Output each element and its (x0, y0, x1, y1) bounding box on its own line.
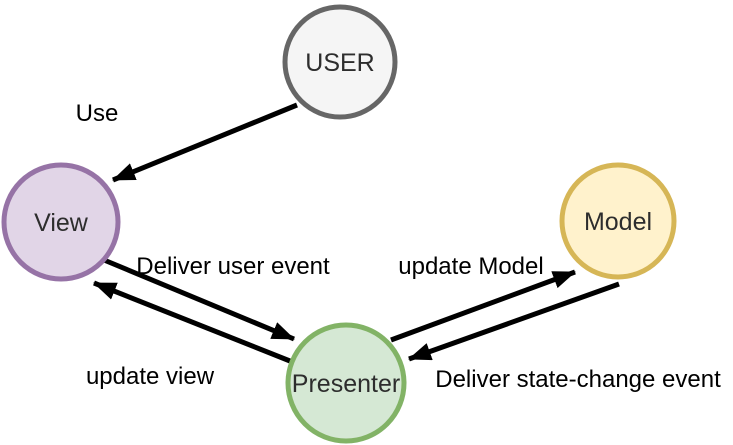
presenter-node-label: Presenter (292, 370, 400, 398)
edge-user-to-view (112, 102, 298, 183)
view-node (1, 162, 121, 282)
model-node-label: Model (584, 208, 652, 236)
user-node (282, 4, 398, 120)
edge-label-update-view: update view (86, 363, 215, 390)
edge-presenter-to-model (390, 269, 576, 343)
view-node-label: View (34, 209, 89, 237)
edge-view-to-presenter (103, 257, 295, 342)
edge-label-use: Use (76, 100, 119, 127)
user-node-label: USER (305, 49, 374, 77)
edge-label-update-model: update Model (398, 253, 543, 280)
presenter-node (285, 322, 407, 444)
edge-label-deliver-user-event: Deliver user event (136, 253, 330, 280)
edge-model-to-presenter (408, 281, 620, 362)
edge-presenter-to-view (93, 280, 291, 364)
model-node (559, 162, 677, 280)
edge-label-deliver-state-change-event: Deliver state-change event (435, 366, 721, 393)
